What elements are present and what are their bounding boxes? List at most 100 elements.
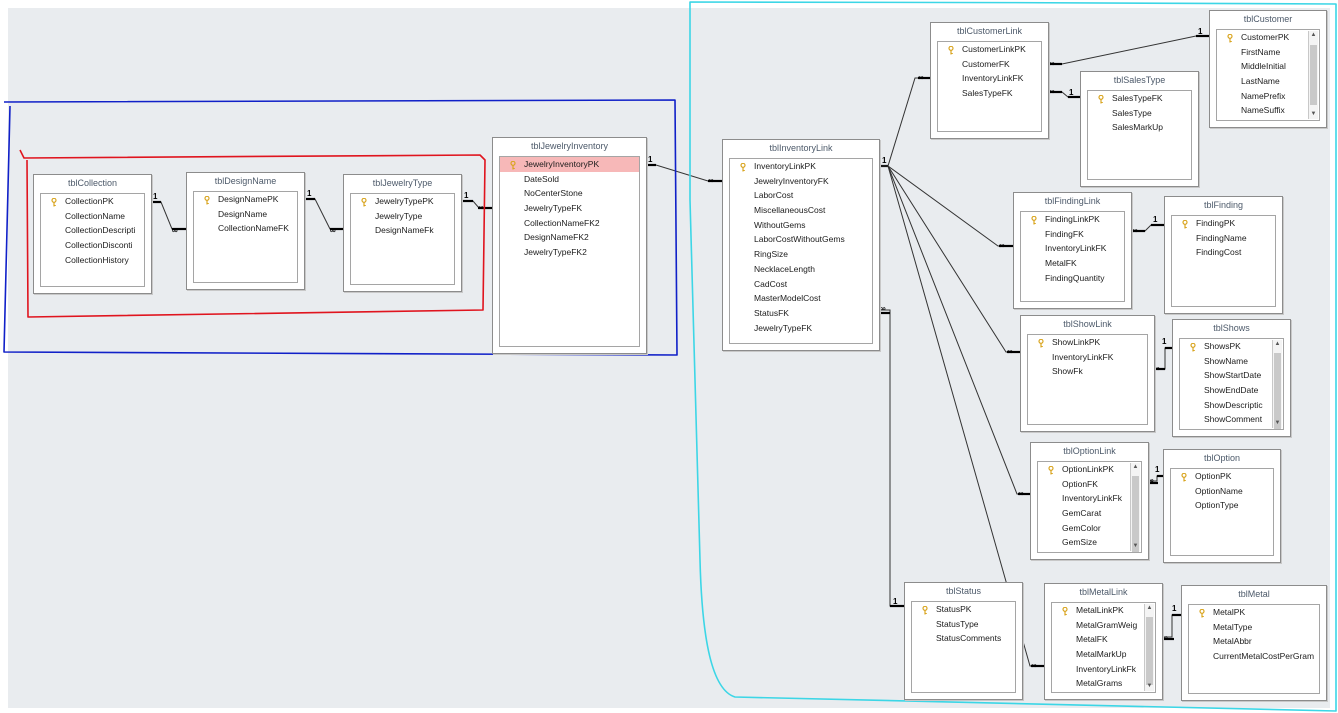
field-row[interactable]: JewelryTypeFK xyxy=(754,322,813,333)
field-row[interactable]: MetalMarkUp xyxy=(1076,649,1127,660)
scrollbar-thumb[interactable] xyxy=(1310,45,1317,105)
field-row[interactable]: FindingName xyxy=(1196,232,1247,243)
primary-key-field[interactable]: ShowsPK xyxy=(1180,339,1283,354)
relationship-tblInventoryLink-to-tblOptionLink[interactable] xyxy=(878,165,1030,495)
table-title[interactable]: tblOption xyxy=(1203,453,1241,463)
primary-key-field[interactable]: MetalPK xyxy=(1189,605,1319,620)
field-row[interactable]: OptionFK xyxy=(1062,478,1098,489)
field-list-scrollbar[interactable]: ▲▼ xyxy=(1144,604,1154,691)
table-title[interactable]: tblCustomer xyxy=(1243,14,1293,24)
field-row[interactable]: InventoryLinkFK xyxy=(962,73,1024,84)
field-row[interactable]: MetalGrams xyxy=(1076,678,1123,689)
field-row[interactable]: InventoryLinkFK xyxy=(1045,243,1107,254)
field-list-scrollbar[interactable]: ▲▼ xyxy=(1130,463,1140,552)
relationship-tblCollection-to-tblDesignName[interactable] xyxy=(150,201,186,230)
field-row[interactable]: RingSize xyxy=(754,249,789,260)
table-title[interactable]: tblStatus xyxy=(945,586,982,596)
field-row[interactable]: JewelryInventoryFK xyxy=(754,175,829,186)
table-title[interactable]: tblJewelryInventory xyxy=(530,141,609,151)
primary-key-field[interactable]: CustomerPK xyxy=(1217,30,1319,45)
primary-key-field[interactable]: JewelryTypePK xyxy=(351,194,454,209)
primary-key-field[interactable]: InventoryLinkPK xyxy=(730,159,872,174)
field-row[interactable]: WithoutGems xyxy=(754,219,806,230)
scrollbar-thumb[interactable] xyxy=(1274,353,1281,429)
primary-key-field[interactable]: ShowLinkPK xyxy=(1028,335,1147,350)
field-row[interactable]: MiddleInitial xyxy=(1241,61,1286,72)
field-row[interactable]: OptionType xyxy=(1195,500,1239,511)
scroll-down-icon[interactable]: ▼ xyxy=(1310,111,1317,117)
field-row[interactable]: InventoryLinkFk xyxy=(1062,493,1122,504)
field-row[interactable]: ShowComment xyxy=(1204,414,1263,425)
primary-key-field[interactable]: SalesTypeFK xyxy=(1088,91,1191,106)
primary-key-field[interactable]: OptionLinkPK xyxy=(1038,462,1141,477)
relationship-tblInventoryLink-to-tblCustomerLink[interactable] xyxy=(878,77,930,167)
primary-key-field[interactable]: DesignNamePK xyxy=(194,192,297,207)
scroll-up-icon[interactable]: ▲ xyxy=(1274,341,1281,347)
field-row[interactable]: NoCenterStone xyxy=(524,188,583,199)
primary-key-field[interactable]: JewelryInventoryPK xyxy=(500,157,639,172)
scroll-down-icon[interactable]: ▼ xyxy=(1146,683,1153,689)
table-title[interactable]: tblJewelryType xyxy=(372,178,433,188)
field-row[interactable]: SalesType xyxy=(1112,107,1152,118)
primary-key-field[interactable]: OptionPK xyxy=(1171,469,1273,484)
field-row[interactable]: CollectionDisconti xyxy=(65,240,133,251)
field-row[interactable]: CollectionNameFK2 xyxy=(524,217,600,228)
field-row[interactable]: SalesMarkUp xyxy=(1112,122,1164,133)
field-row[interactable]: LaborCostWithoutGems xyxy=(754,234,845,245)
field-row[interactable]: CollectionName xyxy=(65,210,125,221)
field-row[interactable]: CollectionNameFK xyxy=(218,223,289,234)
table-title[interactable]: tblSalesType xyxy=(1113,75,1166,85)
primary-key-field[interactable]: FindingLinkPK xyxy=(1021,212,1124,227)
relationship-tblInventoryLink-to-tblFindingLink[interactable] xyxy=(878,165,1013,247)
scroll-down-icon[interactable]: ▼ xyxy=(1274,420,1281,426)
table-title[interactable]: tblFinding xyxy=(1203,200,1244,210)
field-row[interactable]: FirstName xyxy=(1241,46,1281,57)
scroll-up-icon[interactable]: ▲ xyxy=(1132,464,1139,470)
field-row[interactable]: StatusComments xyxy=(936,633,1002,644)
table-title[interactable]: tblDesignName xyxy=(214,176,277,186)
field-row[interactable]: InventoryLinkFk xyxy=(1076,663,1136,674)
field-row[interactable]: CustomerFK xyxy=(962,58,1010,69)
field-row[interactable]: SalesTypeFK xyxy=(962,88,1013,99)
field-row[interactable]: LastName xyxy=(1241,76,1280,87)
field-row[interactable]: NamePrefix xyxy=(1241,90,1286,101)
field-row[interactable]: GemCarat xyxy=(1062,508,1102,519)
field-row[interactable]: MetalFK xyxy=(1076,634,1108,645)
scrollbar-thumb[interactable] xyxy=(1146,617,1153,685)
field-row[interactable]: ShowName xyxy=(1204,355,1248,366)
table-title[interactable]: tblFindingLink xyxy=(1044,196,1101,206)
field-row[interactable]: DesignNameFK2 xyxy=(524,232,589,243)
field-row[interactable]: NameSuffix xyxy=(1241,105,1285,116)
field-row[interactable]: CollectionHistory xyxy=(65,254,129,265)
field-row[interactable]: StatusType xyxy=(936,618,979,629)
field-row[interactable]: MetalFK xyxy=(1045,258,1077,269)
field-list-scrollbar[interactable]: ▲▼ xyxy=(1272,340,1282,429)
field-list-scrollbar[interactable]: ▲▼ xyxy=(1308,31,1318,119)
table-title[interactable]: tblCustomerLink xyxy=(956,26,1023,36)
field-row[interactable]: FindingQuantity xyxy=(1045,272,1105,283)
field-row[interactable]: ShowFk xyxy=(1052,366,1083,377)
field-row[interactable]: StatusFK xyxy=(754,307,789,318)
field-row[interactable]: CollectionDescripti xyxy=(65,225,136,236)
field-row[interactable]: GemColor xyxy=(1062,522,1101,533)
